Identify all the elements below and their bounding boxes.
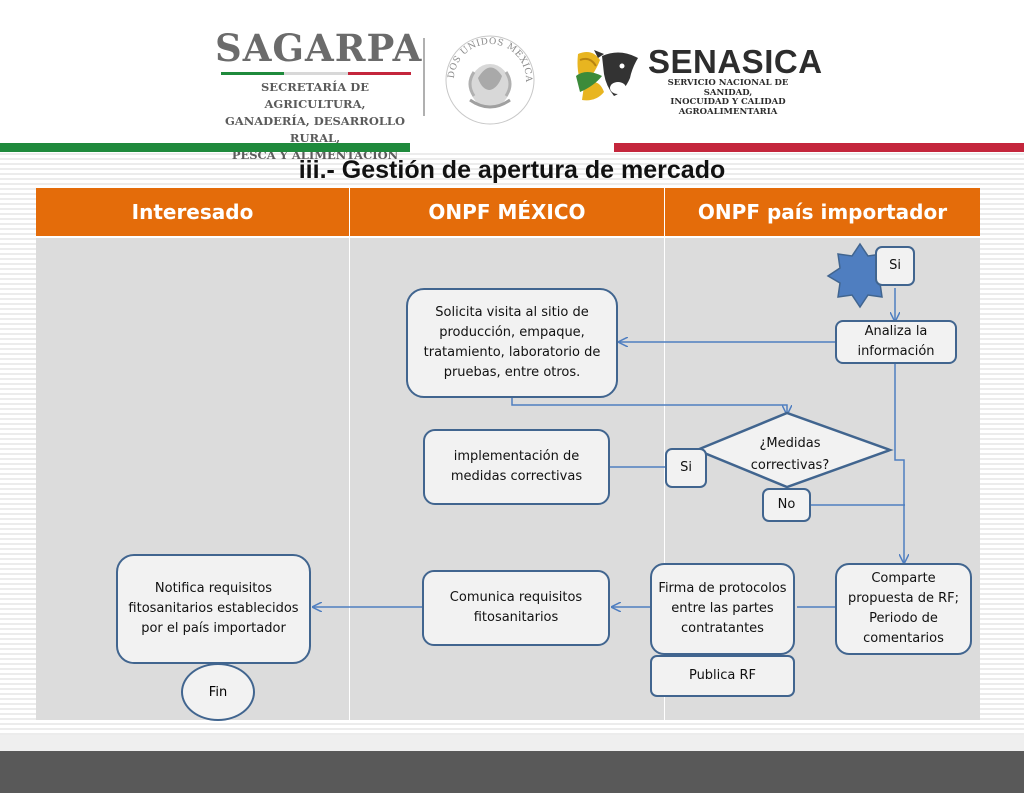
senasica-line3: AGROALIMENTARIA: [678, 106, 778, 117]
green-band: [0, 143, 410, 152]
solicita-box: Solicita visita al sitio de producción, …: [406, 288, 618, 398]
senasica-logo: SENASICA SERVICIO NACIONAL DE SANIDAD, I…: [648, 45, 823, 117]
senasica-line2: INOCUIDAD Y CALIDAD: [670, 97, 786, 107]
senasica-name: SENASICA: [648, 43, 823, 80]
comunica-box: Comunica requisitos fitosanitarios: [422, 570, 610, 646]
senasica-line1: SERVICIO NACIONAL DE SANIDAD,: [667, 78, 789, 98]
implementacion-box: implementación de medidas correctivas: [423, 429, 610, 505]
lane-header-onpf-importador: ONPF país importador: [665, 188, 980, 236]
logo-separator: [423, 38, 425, 116]
decision-label: ¿Medidas correctivas?: [750, 436, 830, 473]
footer-dark-band: [0, 751, 1024, 793]
footer-light-band: [0, 735, 1024, 751]
mexican-seal-icon: ESTADOS UNIDOS MEXICANOS: [440, 28, 535, 125]
sagarpa-line2: GANADERÍA, DESARROLLO RURAL,: [224, 114, 406, 145]
page-title: iii.- Gestión de apertura de mercado: [298, 156, 726, 184]
analiza-box: Analiza la información: [835, 320, 957, 364]
sagarpa-name: SAGARPA: [215, 26, 423, 70]
arrow-solicita-to-decision: [511, 397, 787, 414]
corn-cow-logo-icon: [576, 50, 638, 101]
start-si-box: Si: [875, 246, 915, 286]
decision-diamond: [693, 411, 894, 489]
notifica-box: Notifica requisitos fitosanitarios estab…: [116, 554, 311, 664]
lane-header-onpf-mexico: ONPF MÉXICO: [350, 188, 665, 236]
decision-no-box: No: [762, 488, 811, 522]
sagarpa-line1: SECRETARÍA DE AGRICULTURA,: [261, 80, 369, 111]
sagarpa-color-rule: [221, 72, 411, 75]
decision-si-box: Si: [665, 448, 707, 488]
publica-box: Publica RF: [650, 655, 795, 697]
fin-ellipse: Fin: [181, 663, 255, 721]
comparte-box: Comparte propuesta de RF; Periodo de com…: [835, 563, 972, 655]
header-band: [0, 0, 1024, 150]
arrow-analiza-to-comparte: [894, 362, 904, 563]
firma-box: Firma de protocolos entre las partes con…: [650, 563, 795, 655]
lane-header-interesado: Interesado: [36, 188, 350, 236]
red-band: [614, 143, 1024, 152]
